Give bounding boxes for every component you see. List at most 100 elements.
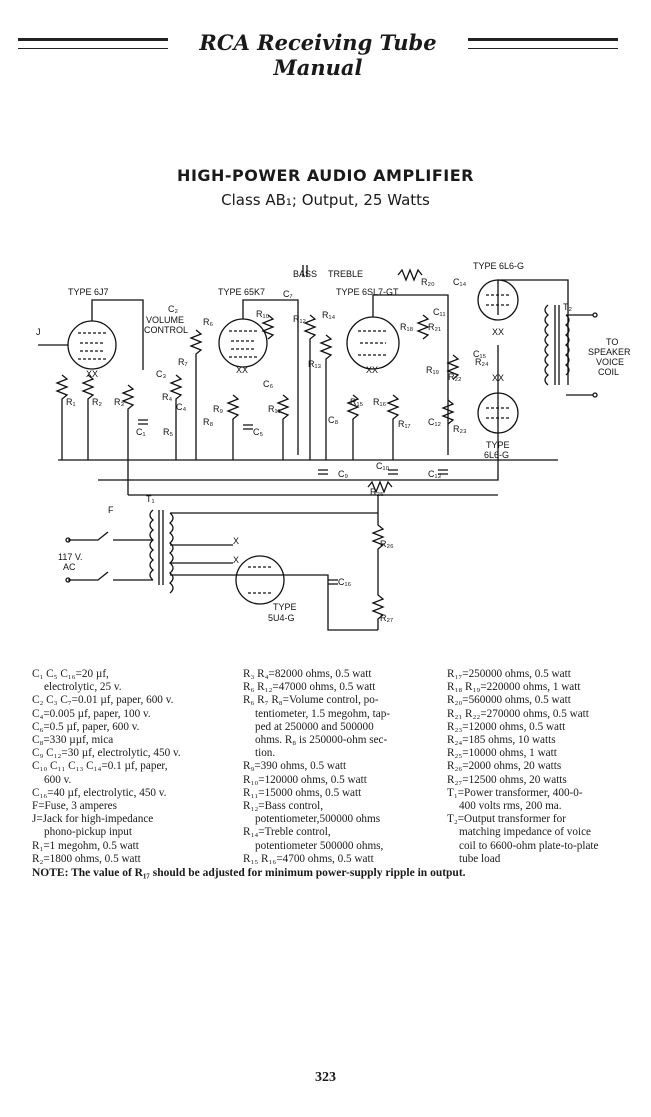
parts-list-line: phono-pickup input (44, 826, 132, 839)
label-tube-5u4-1: TYPE (273, 602, 297, 612)
label-c7: C₇ (283, 289, 293, 299)
label-c8: C₈ (328, 415, 338, 425)
parts-list-line: R₁₂=Bass control, (243, 800, 323, 813)
parts-list-line: R₁₄=Treble control, (243, 826, 331, 839)
label-jack: J (36, 327, 41, 337)
label-r25: R₂₅ (370, 487, 384, 497)
label-xx-2: XX (236, 365, 248, 375)
label-c15: C₁₅ (473, 349, 487, 359)
output-transformer-t2 (544, 304, 598, 398)
parts-list-line: R₃ R₄=82000 ohms, 0.5 watt (243, 668, 372, 680)
page-number: 323 (315, 1070, 336, 1085)
label-c4: C₄ (176, 402, 186, 412)
label-c2: C₂ (168, 304, 178, 314)
label-r10: R₁₀ (256, 309, 270, 319)
label-r9: R₉ (213, 404, 223, 414)
parts-list-line: F=Fuse, 3 amperes (32, 800, 117, 813)
parts-list-line: R₂₀=560000 ohms, 0.5 watt (447, 694, 571, 707)
label-c16: C₁₆ (338, 577, 352, 587)
label-r23: R₂₃ (453, 424, 467, 434)
tube-6l6-bottom (477, 392, 519, 434)
parts-list-line: 400 volts rms, 200 ma. (459, 800, 562, 813)
label-c6: C₆ (263, 379, 273, 389)
label-tube-6sl7: TYPE 6SL7-GT (336, 287, 399, 297)
parts-list-line: T₁=Power transformer, 400-0- (447, 786, 583, 799)
parts-list-line: ohms. R₈ is 250000-ohm sec- (255, 734, 388, 747)
label-coil: COIL (598, 367, 619, 377)
label-r27: R₂₇ (380, 613, 393, 623)
parts-list-line: coil to 6600-ohm plate-to-plate (459, 839, 599, 852)
parts-list-line: matching impedance of voice (459, 826, 592, 839)
parts-list-line: R₁₈ R₁₉=220000 ohms, 1 watt (447, 681, 581, 694)
label-fuse: F (108, 505, 114, 515)
label-r14: R₁₄ (322, 310, 336, 320)
label-r2: R₂ (92, 397, 102, 407)
label-r5: R₅ (163, 427, 173, 437)
label-voice: VOICE (596, 357, 624, 367)
parts-list-line: R₆ R₁₂=47000 ohms, 0.5 watt (243, 681, 376, 694)
label-line-2: AC (63, 562, 76, 572)
label-r26: R₂₆ (380, 539, 394, 549)
circuit-subtitle: Class AB₁; Output, 25 Watts (221, 191, 430, 209)
parts-list-line: C₁ C₅ C₁₆=20 µf, (32, 668, 109, 680)
label-tube-6l6-bottom-2: 6L6-G (484, 450, 509, 460)
label-treble: TREBLE (328, 269, 363, 279)
label-c13: C₁₃ (428, 469, 442, 479)
label-xx-1: XX (86, 369, 98, 379)
label-xx-5: XX (492, 373, 504, 383)
tube-5u4 (235, 555, 285, 605)
label-tube-6l6-top: TYPE 6L6-G (473, 261, 524, 271)
label-tube-5u4-2: 5U4-G (268, 613, 295, 623)
parts-list-line: R₂₅=10000 ohms, 1 watt (447, 747, 557, 760)
label-tube-65k7: TYPE 65K7 (218, 287, 265, 297)
label-r16: R₁₆ (373, 397, 387, 407)
label-c1: C₁ (136, 427, 146, 437)
parts-list-line: potentiometer 500000 ohms, (255, 839, 384, 852)
parts-list-line: R₂₃=12000 ohms, 0.5 watt (447, 720, 566, 733)
label-volume-1: VOLUME (146, 315, 184, 325)
label-r18: R₁₈ (400, 322, 414, 332)
header-rule-left (18, 38, 168, 49)
label-r20: R₂₀ (421, 277, 435, 287)
running-header: RCA Receiving Tube Manual (18, 30, 618, 80)
label-to: TO (606, 337, 618, 347)
label-r21: R₂₁ (428, 322, 441, 332)
parts-list-line: C₁₆=40 µf, electrolytic, 450 v. (32, 786, 167, 799)
label-r1: R₁ (66, 397, 76, 407)
label-r8: R₈ (203, 417, 213, 427)
label-t2: T₂ (563, 302, 572, 312)
parts-list-line: C₈=330 µµf, mica (32, 734, 114, 747)
power-transformer-t1 (149, 509, 378, 631)
parts-list-line: R₁₇=250000 ohms, 0.5 watt (447, 668, 571, 680)
parts-list-line: R₂₆=2000 ohms, 20 watts (447, 760, 562, 773)
parts-list-line: R₆ R₇ R₈=Volume control, po- (243, 694, 379, 707)
parts-list-line: C₄=0.005 µf, paper, 100 v. (32, 707, 151, 720)
label-r19: R₁₉ (426, 365, 440, 375)
label-r7: R₇ (178, 357, 188, 367)
label-r24: R₂₄ (475, 357, 489, 367)
parts-list-line: C₂ C₃ C₇=0.01 µf, paper, 600 v. (32, 694, 174, 707)
parts-list-line: potentiometer,500000 ohms (255, 813, 381, 826)
parts-list-line: J=Jack for high-impedance (32, 813, 154, 826)
label-c10: C₁₀ (376, 461, 390, 471)
label-xx-4: XX (492, 327, 504, 337)
label-r15: R₁₅ (350, 397, 364, 407)
label-x-1: X (233, 536, 239, 546)
parts-list-line: R₂₇=12500 ohms, 20 watts (447, 773, 567, 786)
label-r12: R₁₂ (293, 314, 307, 324)
header-title: RCA Receiving Tube Manual (199, 30, 437, 80)
label-r22: R₂₂ (448, 372, 462, 382)
label-c3: C₃ (156, 369, 166, 379)
parts-list-line: C₆=0.5 µf, paper, 600 v. (32, 720, 140, 733)
schematic-diagram: TYPE 6J7 J TYPE 65K7 TYPE 6SL7-GT (28, 255, 631, 655)
label-speaker: SPEAKER (588, 347, 630, 357)
label-t1: T₁ (146, 494, 155, 504)
label-r13: R₁₃ (308, 359, 322, 369)
label-c9: C₉ (338, 469, 348, 479)
parts-list-line: C₁₀ C₁₁ C₁₃ C₁₄=0.1 µf, paper, (32, 760, 168, 773)
label-xx-3: XX (366, 365, 378, 375)
parts-list-line: 600 v. (44, 773, 72, 786)
